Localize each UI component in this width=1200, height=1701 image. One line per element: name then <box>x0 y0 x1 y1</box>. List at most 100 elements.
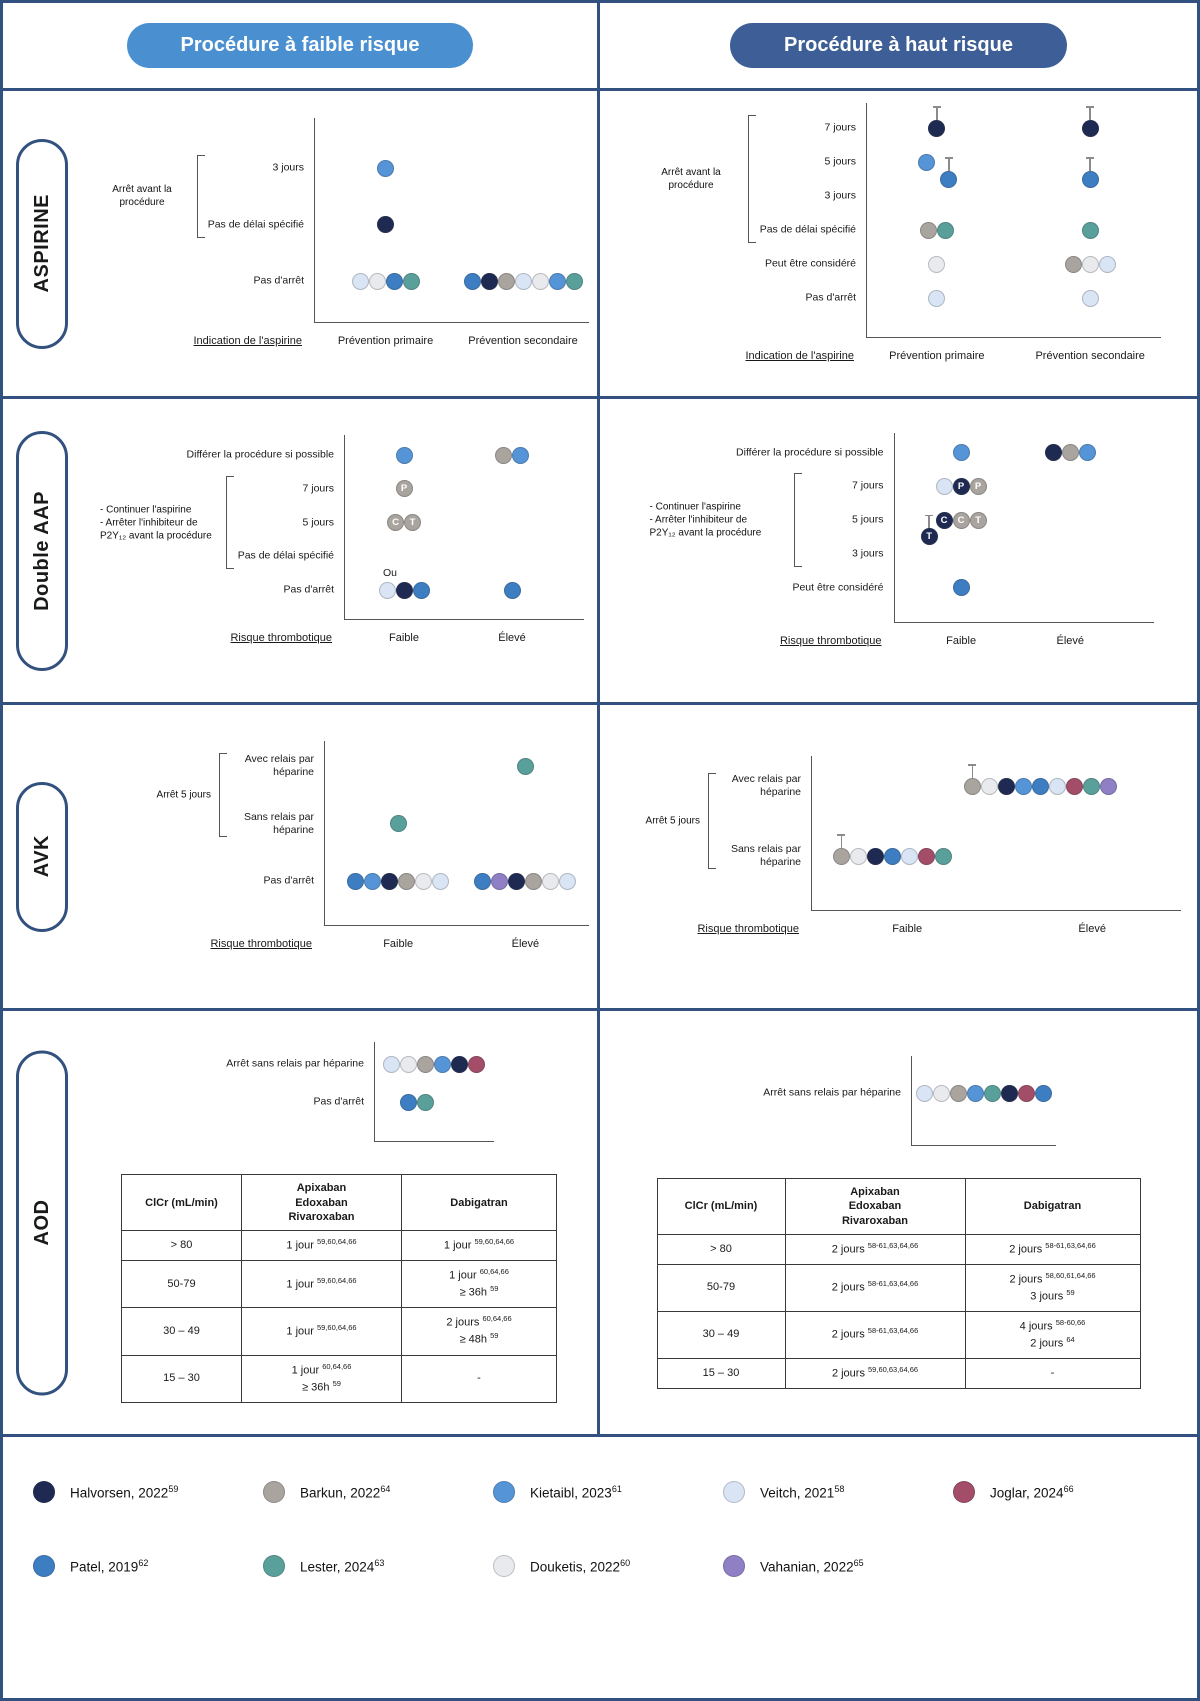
x-axis-title: Risque thrombotique <box>210 938 312 950</box>
error-bar <box>840 835 843 848</box>
error-bar-cap <box>932 106 941 108</box>
dot-patel <box>385 272 403 290</box>
legend-entry-barkun: Barkun, 202264 <box>263 1481 493 1503</box>
dot-barkun: T <box>404 514 421 531</box>
error-bar-cap <box>1086 106 1095 108</box>
dot-barkun <box>417 1055 434 1073</box>
dot-lester <box>936 221 954 239</box>
dot-kietaibl <box>395 446 413 464</box>
x-category-label: Faible <box>389 632 419 644</box>
dot-barkun <box>398 872 416 890</box>
dot-vahanian <box>491 872 509 890</box>
error-bar <box>928 515 930 529</box>
x-axis-title: Risque thrombotique <box>697 923 799 935</box>
plot-axes <box>911 1055 1056 1146</box>
dot-patel <box>883 847 901 865</box>
dot-barkun: C <box>952 511 970 529</box>
x-category-label: Prévention secondaire <box>1035 350 1145 362</box>
table-cell: 2 jours 60,64,66≥ 48h 59 <box>401 1307 557 1356</box>
table-cell: 1 jour 59,60,64,66 <box>241 1260 402 1309</box>
y-category-label: Pas d'arrêt <box>263 874 314 887</box>
dot-joglar <box>1065 777 1083 795</box>
dot-veitch <box>935 477 953 495</box>
dot-veitch <box>1098 255 1116 273</box>
header-row: Procédure à faible risque Procédure à ha… <box>3 3 1197 91</box>
dot-halvorsen <box>1081 119 1099 137</box>
dot-kietaibl <box>1078 444 1096 461</box>
legend-entry-douketis: Douketis, 202260 <box>493 1555 723 1577</box>
legend-entry-joglar: Joglar, 202466 <box>953 1481 1183 1503</box>
dot-douketis <box>415 872 433 890</box>
dot-barkun: T <box>969 511 987 529</box>
dot-halvorsen <box>866 847 884 865</box>
y-category-label: 7 jours <box>302 482 334 495</box>
dot-joglar <box>917 847 935 865</box>
dot-veitch <box>915 1084 933 1102</box>
error-bar <box>1089 158 1091 171</box>
y-category-label: Différer la procédure si possible <box>736 445 884 458</box>
dot-lester <box>983 1084 1001 1102</box>
dot-douketis <box>400 1055 417 1073</box>
dot-patel <box>463 272 481 290</box>
drug-label-double-aap: Double AAP <box>16 430 68 671</box>
x-category-label: Prévention primaire <box>337 335 434 347</box>
dot-barkun: P <box>969 477 987 495</box>
table-cell: 2 jours 59,60,63,64,66 <box>784 1358 966 1390</box>
dot-veitch <box>383 1055 400 1073</box>
panel-aod-high: Arrêt sans relais par héparine ClCr (mL/… <box>597 1011 1197 1434</box>
dot-halvorsen <box>480 272 498 290</box>
drug-label-aod: AOD <box>16 1050 68 1395</box>
panel-double-aap-high: Différer la procédure si possible 7 jours… <box>597 399 1197 702</box>
y-category-label: 5 jours <box>824 155 856 168</box>
legend-entry-halvorsen: Halvorsen, 202259 <box>33 1481 263 1503</box>
bracket-label: - Continuer l'aspirine- Arrêter l'inhibi… <box>649 501 762 539</box>
table-cell: 1 jour 59,60,64,66 <box>401 1230 557 1262</box>
y-category-label: 7 jours <box>824 121 856 134</box>
y-category-label: 5 jours <box>851 513 884 526</box>
dot-patel <box>1081 170 1099 188</box>
dot-vahanian <box>1099 777 1117 795</box>
table-cell: 1 jour 59,60,64,66 <box>241 1307 402 1356</box>
x-axis-title: Indication de l'aspirine <box>193 335 302 347</box>
dot-patel <box>503 581 521 599</box>
bracket-label: Arrêt 5 jours <box>156 789 211 801</box>
legend-label: Douketis, 202260 <box>530 1557 631 1575</box>
dot-kietaibl <box>377 159 394 177</box>
legend-label: Patel, 201962 <box>70 1557 149 1575</box>
x-axis-title: Risque thrombotique <box>230 632 332 644</box>
table-cell: 1 jour 59,60,64,66 <box>241 1230 402 1262</box>
y-category-label: Pas de délai spécifié <box>759 223 856 236</box>
header-low-risk: Procédure à faible risque <box>126 23 474 68</box>
dot-lester <box>1081 221 1099 239</box>
dot-halvorsen <box>1044 444 1062 461</box>
plot-axes <box>893 432 1154 623</box>
y-category-label: 3 jours <box>272 161 304 174</box>
x-category-label: Faible <box>383 938 414 950</box>
dot-barkun <box>963 777 981 795</box>
dot-kietaibl <box>512 446 529 464</box>
dot-veitch <box>378 581 396 599</box>
bracket-label: - Continuer l'aspirine- Arrêter l'inhibi… <box>100 504 212 541</box>
legend-dot-halvorsen <box>33 1481 55 1503</box>
y-category-label: 7 jours <box>851 479 884 492</box>
legend-label: Kietaibl, 202361 <box>530 1483 622 1501</box>
table-header: ClCr (mL/min) <box>656 1177 786 1235</box>
dot-joglar <box>468 1055 485 1073</box>
dot-patel <box>474 872 492 890</box>
drug-label-double-aap-text: Double AAP <box>30 490 53 611</box>
bracket-label: Arrêt 5 jours <box>645 815 700 827</box>
dot-kietaibl <box>952 444 970 461</box>
